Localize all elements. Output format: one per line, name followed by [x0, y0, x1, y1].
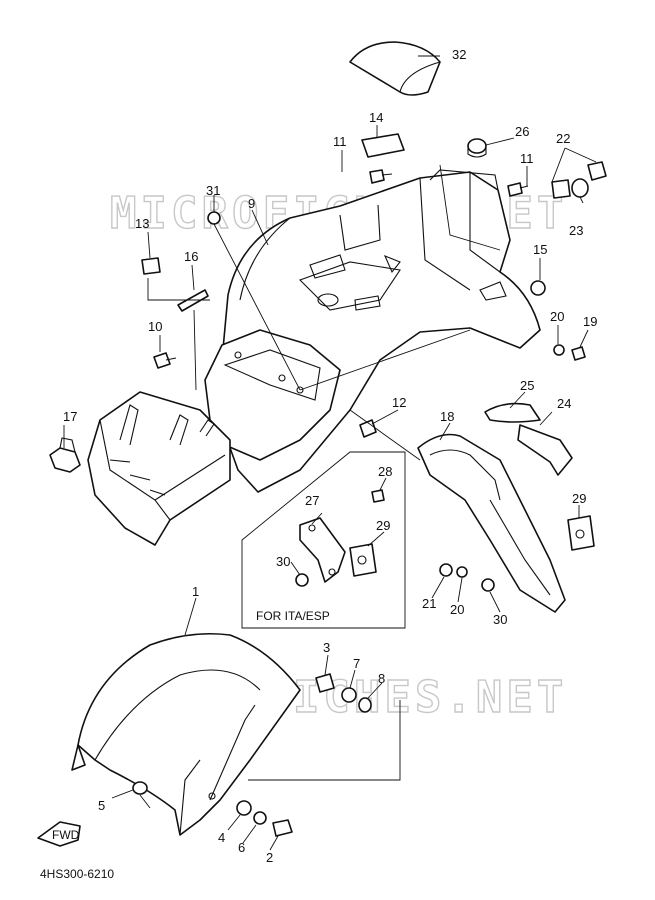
- callout-30-inset: 30: [276, 554, 290, 569]
- part-21-nut: [439, 563, 453, 577]
- part-11-bolt-left: [369, 169, 393, 184]
- callout-17: 17: [63, 409, 77, 424]
- callout-6: 6: [238, 840, 245, 855]
- callout-23: 23: [569, 223, 583, 238]
- part-19-bolt: [571, 346, 586, 361]
- callout-20-bottom: 20: [450, 602, 464, 617]
- part-18-mudguard: [417, 433, 566, 613]
- callout-15: 15: [533, 242, 547, 257]
- part-23-washer: [571, 178, 589, 198]
- callout-25: 25: [520, 378, 534, 393]
- part-3-bolt: [315, 673, 335, 693]
- callout-10: 10: [148, 319, 162, 334]
- part-20-washer-bottom: [456, 566, 468, 578]
- callout-12: 12: [392, 395, 406, 410]
- part-16-strap: [177, 289, 209, 312]
- part-22-plate: [551, 179, 571, 199]
- callout-29-right: 29: [572, 491, 586, 506]
- part-27-bracket: [299, 517, 346, 583]
- part-29-plate-inset: [349, 543, 377, 577]
- callout-20-top: 20: [550, 309, 564, 324]
- part-24-flap: [517, 424, 573, 476]
- part-6-washer: [253, 811, 267, 825]
- callout-18: 18: [440, 409, 454, 424]
- part-12-bolt: [359, 419, 377, 438]
- callout-2: 2: [266, 850, 273, 865]
- part-28-bolt: [371, 489, 385, 503]
- callout-11-left: 11: [333, 134, 347, 149]
- callout-27: 27: [305, 493, 319, 508]
- callout-labels: 1 2 3 4 5 6 7 8 9 10 11 11 12 13 14 15 1…: [63, 47, 597, 865]
- callout-5: 5: [98, 798, 105, 813]
- part-25-reflector: [484, 402, 541, 423]
- part-8-washer: [358, 697, 372, 713]
- callout-30-right: 30: [493, 612, 507, 627]
- callout-16: 16: [184, 249, 198, 264]
- diagram-code: 4HS300-6210: [40, 867, 114, 881]
- leader-lines: [63, 55, 597, 851]
- part-22-pad: [587, 161, 607, 181]
- callout-8: 8: [378, 671, 385, 686]
- callout-3: 3: [323, 640, 330, 655]
- fwd-arrow-icon: FWD: [37, 821, 81, 847]
- part-32-pad: [349, 41, 441, 96]
- part-2-bolt: [272, 819, 293, 837]
- callout-4: 4: [218, 830, 225, 845]
- callout-14: 14: [369, 110, 383, 125]
- part-30-nut-inset: [295, 573, 309, 587]
- callout-22: 22: [556, 131, 570, 146]
- callout-1: 1: [192, 584, 199, 599]
- callout-9: 9: [248, 196, 255, 211]
- part-20-washer-top: [553, 344, 565, 356]
- callout-28: 28: [378, 464, 392, 479]
- callout-11-right: 11: [520, 151, 534, 166]
- callout-24: 24: [557, 396, 571, 411]
- callout-21: 21: [422, 596, 436, 611]
- callout-26: 26: [515, 124, 529, 139]
- part-30-nut-right: [481, 578, 495, 592]
- callout-31: 31: [206, 183, 220, 198]
- part-battery-box: [87, 391, 231, 546]
- part-31-grommet: [207, 211, 221, 225]
- part-15-nut: [530, 280, 546, 296]
- part-26-grommet: [467, 138, 487, 158]
- part-29-plate-right: [567, 515, 595, 551]
- callout-29-inset: 29: [376, 518, 390, 533]
- callout-19: 19: [583, 314, 597, 329]
- part-11-bolt-right: [507, 182, 529, 197]
- part-13-rubber: [141, 257, 161, 275]
- fwd-label: FWD: [52, 828, 80, 842]
- part-1-front-fender: [71, 633, 301, 836]
- part-17-clip: [49, 437, 81, 473]
- part-14-label: [361, 133, 405, 158]
- inset-note: FOR ITA/ESP: [256, 609, 330, 623]
- callout-7: 7: [353, 656, 360, 671]
- part-5-nut: [132, 781, 148, 795]
- callout-32: 32: [452, 47, 466, 62]
- inset-ita-esp: FOR ITA/ESP: [241, 451, 406, 629]
- part-10-bolt: [153, 352, 177, 369]
- part-4-collar: [236, 800, 252, 816]
- callout-13: 13: [135, 216, 149, 231]
- part-7-collar: [341, 687, 357, 703]
